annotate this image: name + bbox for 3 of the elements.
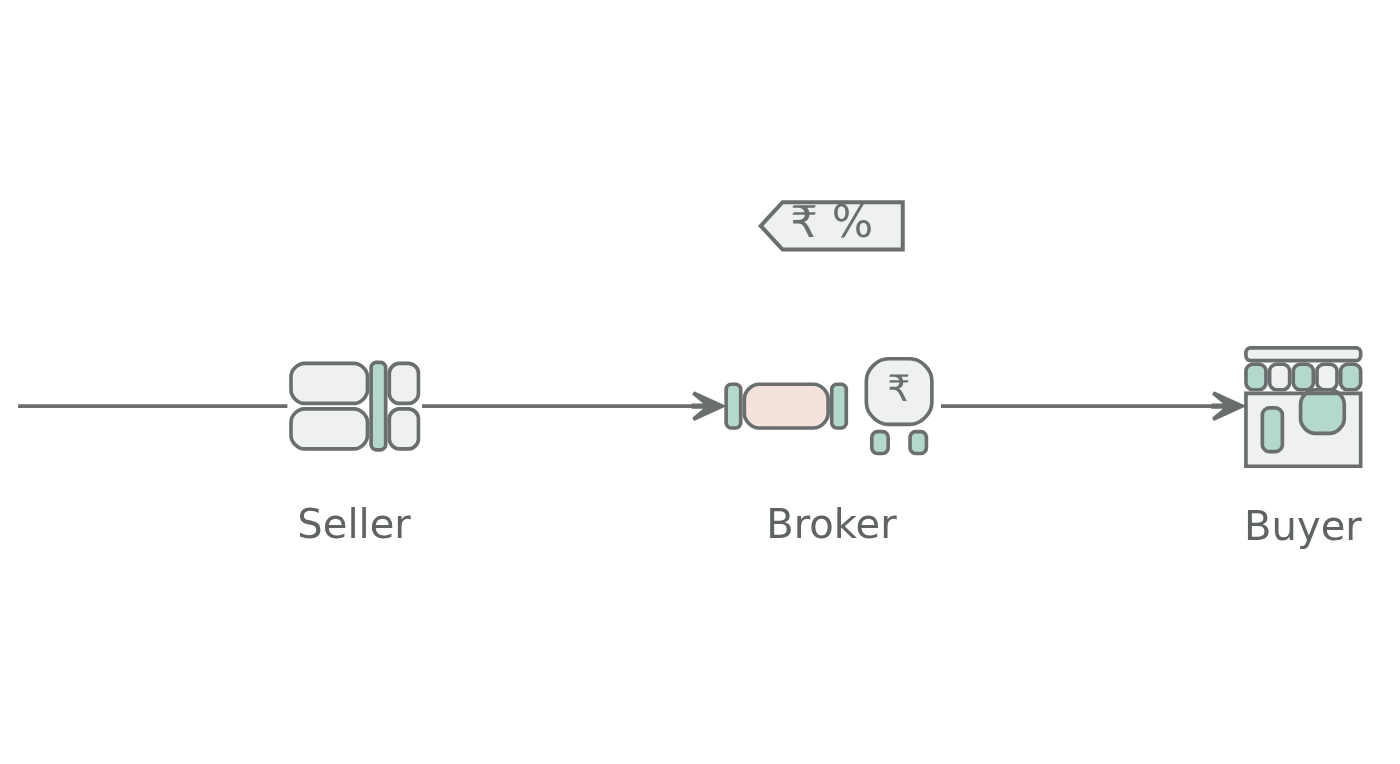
- node-label: Seller: [297, 501, 411, 548]
- node-label: Broker: [766, 501, 897, 548]
- node-label: Buyer: [1244, 503, 1362, 550]
